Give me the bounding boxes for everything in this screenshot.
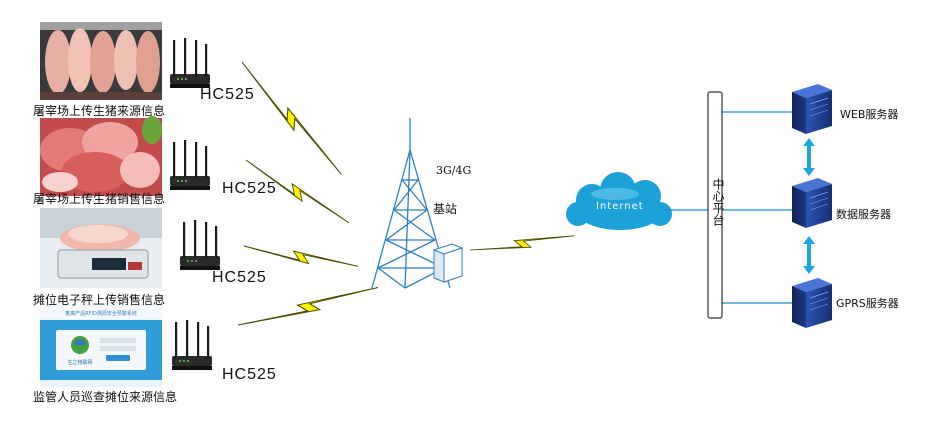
web-server-icon: [791, 83, 833, 135]
photo-pork-cuts: [40, 116, 162, 196]
router-icon: [170, 140, 210, 190]
data-server-icon: [791, 177, 833, 229]
data-server-label: 数据服务器: [836, 208, 891, 221]
router-icon: [180, 220, 220, 270]
device-label-3: HC525: [212, 269, 267, 286]
photo-carcasses: [40, 22, 162, 100]
base-station-tower: [371, 118, 451, 289]
screen-logo-text: 生之物联网: [67, 359, 92, 366]
gprs-server-label: GPRS服务器: [836, 297, 899, 310]
source-label-4: 监管人员巡查摊位来源信息: [33, 390, 178, 404]
screen-header-text: 畜禽产品RFID溯源安全预警系统: [65, 310, 137, 317]
device-label-4: HC525: [222, 366, 277, 383]
gprs-server-icon: [791, 277, 833, 329]
sync-arrow-icon: [803, 236, 815, 274]
source-label-3: 摊位电子秤上传销售信息: [33, 293, 166, 307]
source-label-2: 屠宰场上传生猪销售信息: [33, 192, 166, 206]
internet-label: Internet: [596, 201, 644, 212]
device-label-2: HC525: [222, 180, 277, 197]
central-platform-label: 中心平台: [711, 178, 725, 226]
photo-software-screen: 畜禽产品RFID溯源安全预警系统 生之物联网: [40, 305, 162, 387]
network-type-label: 3G/4G: [436, 164, 472, 177]
router-icon: [172, 320, 212, 370]
internet-cloud: [566, 172, 672, 230]
web-server-label: WEB服务器: [840, 108, 899, 121]
central-platform-bar: [707, 91, 723, 319]
photo-electronic-scale: [40, 208, 162, 288]
base-station-label: 基站: [433, 202, 458, 216]
wireless-link-bolt: [220, 61, 363, 175]
base-station-cabinet: [432, 243, 464, 283]
sync-arrow-icon: [803, 138, 815, 176]
wireless-link-bolt: [469, 205, 575, 281]
device-label-1: HC525: [200, 86, 255, 103]
source-label-1: 屠宰场上传生猪来源信息: [33, 104, 166, 118]
router-icon: [170, 38, 210, 88]
